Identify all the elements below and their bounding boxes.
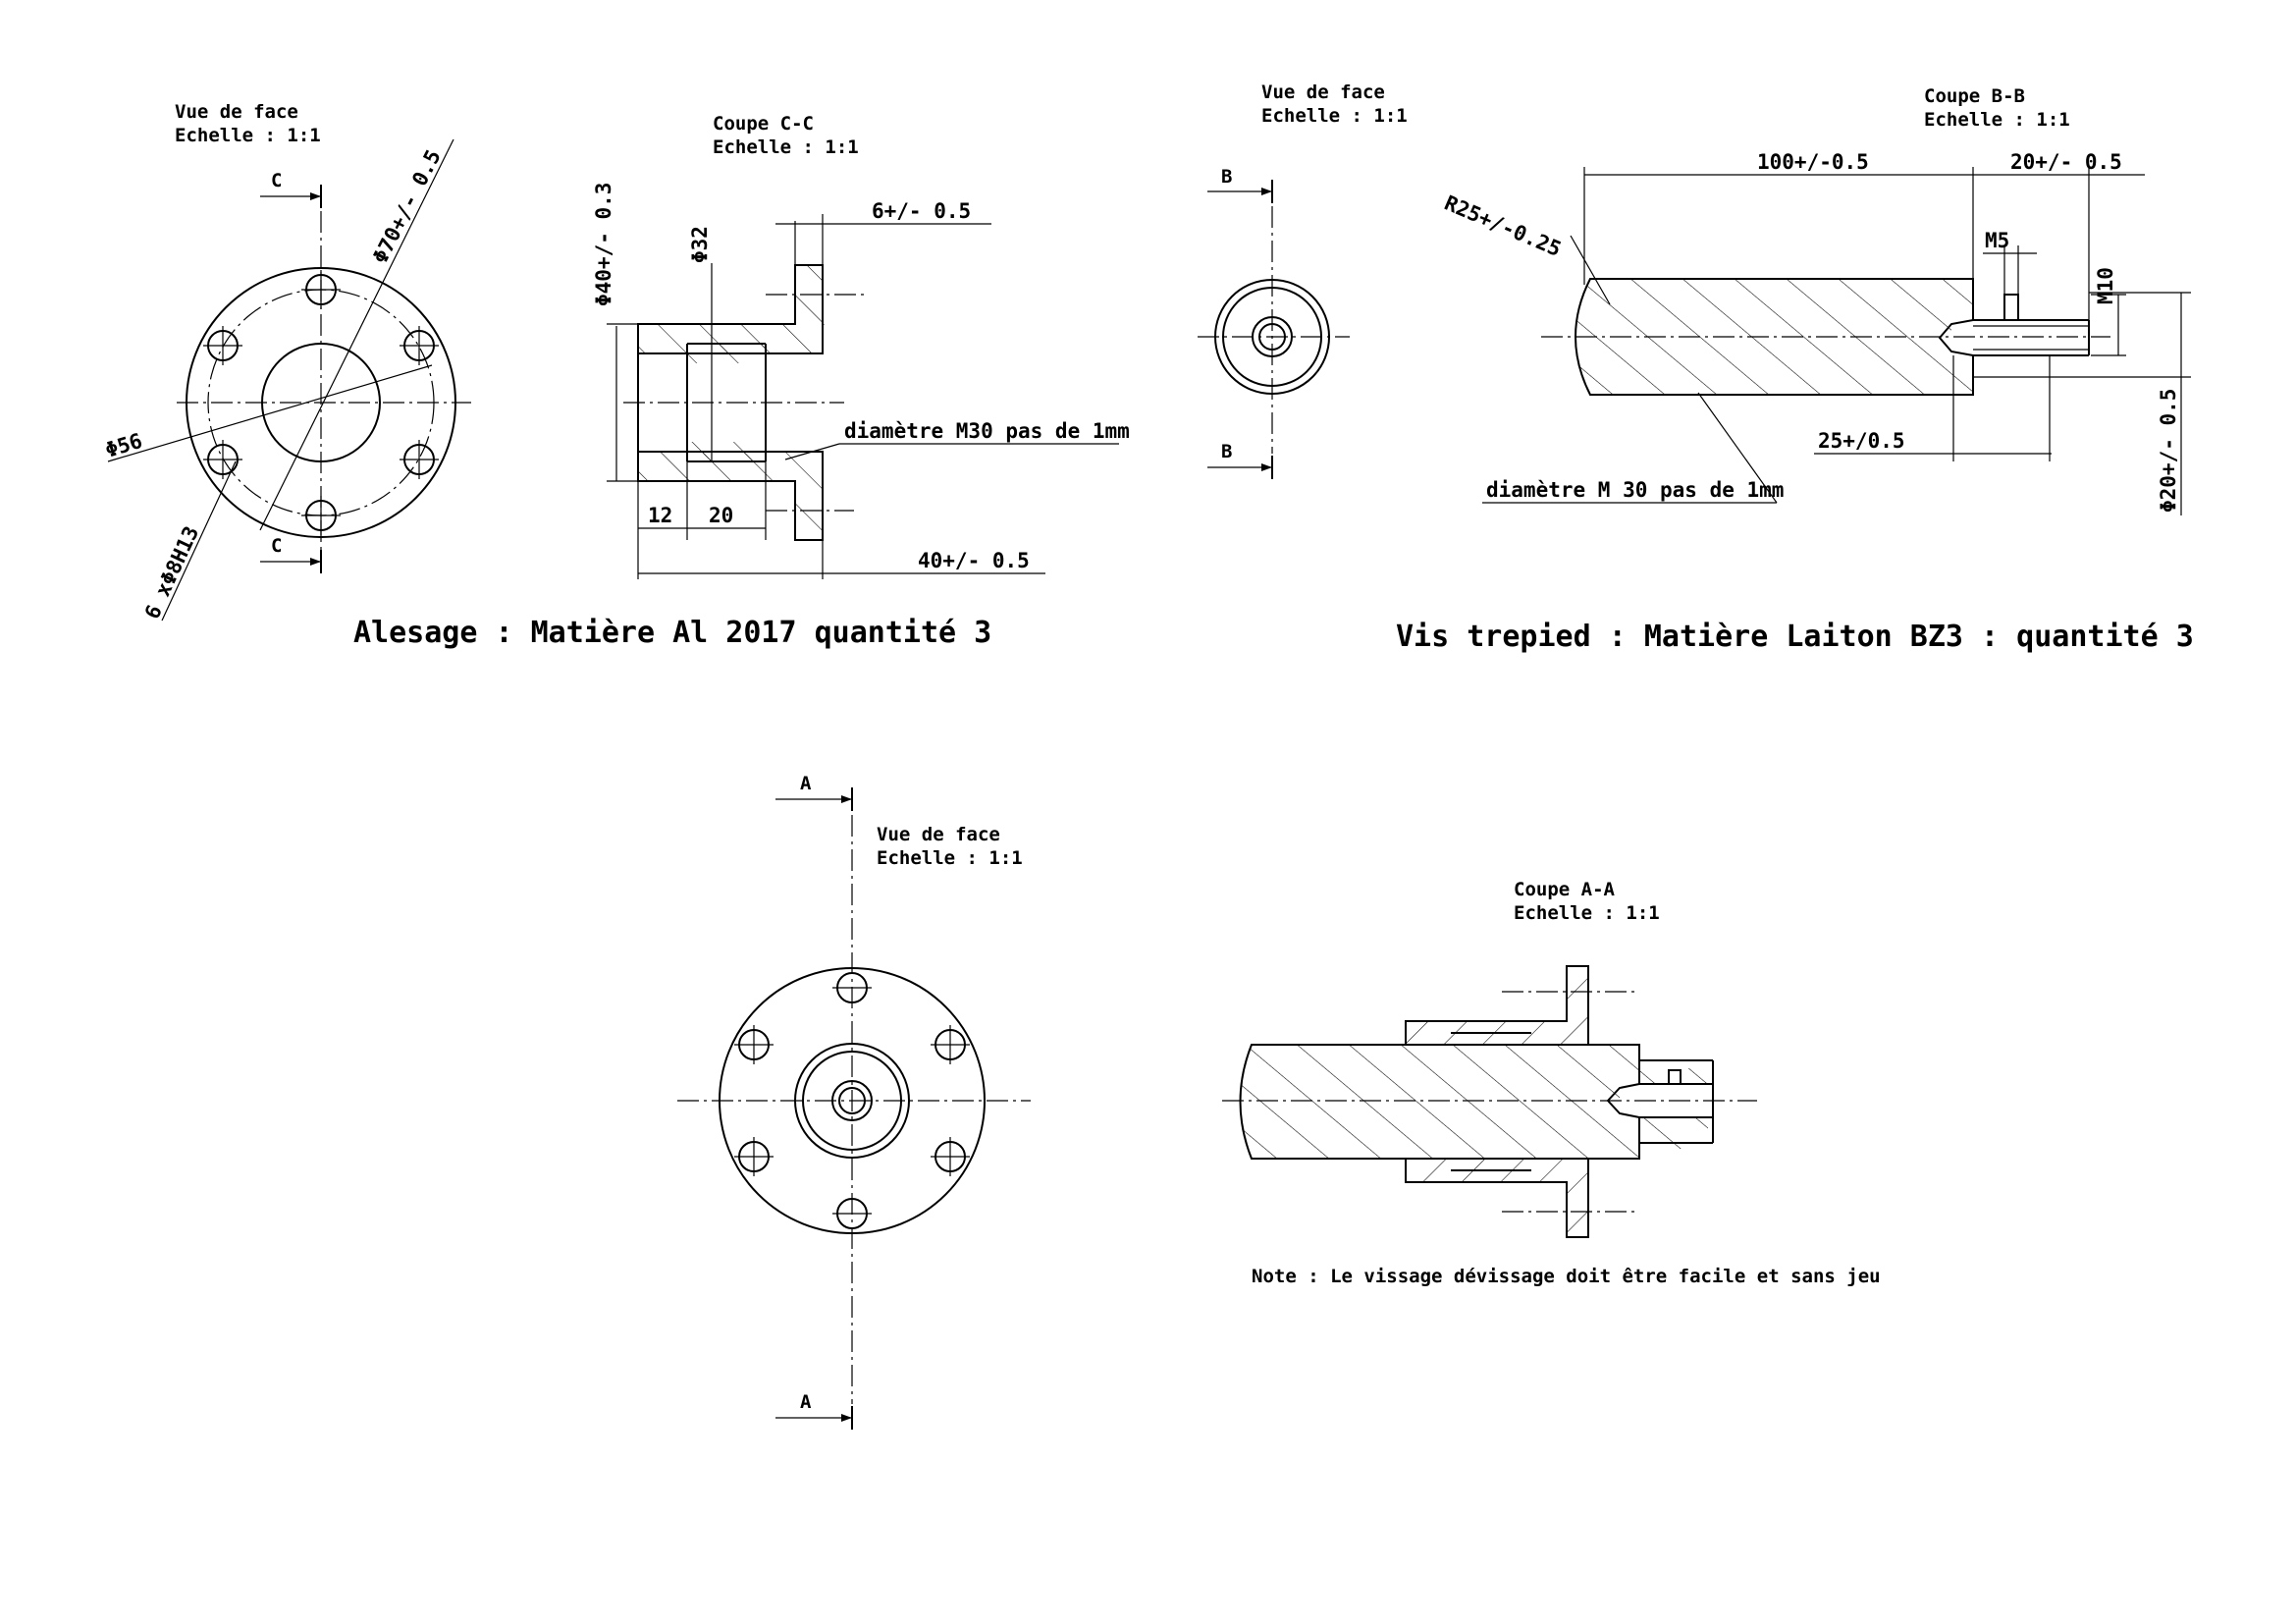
bolt-holes	[203, 270, 439, 535]
vis-caption: Vis trepied : Matière Laiton BZ3 : quant…	[1396, 620, 2194, 654]
dim-l40: 40+/- 0.5	[918, 549, 1030, 572]
vis-front-view: Vue de face Echelle : 1:1 B B	[1198, 81, 1408, 479]
alesage-front-title: Vue de face	[175, 101, 298, 123]
assembly-flange	[719, 967, 986, 1234]
dim-holes: 6 xΦ8H13	[140, 522, 204, 623]
dim-m5: M5	[1985, 229, 2009, 252]
vis-outer-circle	[1214, 279, 1330, 395]
assembly-section-scale: Echelle : 1:1	[1514, 902, 1660, 924]
alesage-section-scale: Echelle : 1:1	[713, 136, 859, 158]
dim-l100: 100+/-0.5	[1757, 150, 1869, 174]
assembly-front-scale: Echelle : 1:1	[877, 847, 1023, 869]
dim-thread-vis: diamètre M 30 pas de 1mm	[1486, 478, 1784, 502]
dim-d20: Φ20+/- 0.5	[2157, 389, 2180, 513]
assembly-section-view: Coupe A-A Echelle : 1:1 Note : Le vissag…	[1222, 879, 1881, 1287]
alesage-front-scale: Echelle : 1:1	[175, 125, 321, 146]
dim-l20-vis: 20+/- 0.5	[2010, 150, 2122, 174]
vis-section-view: Coupe B-B Echelle : 1:1 100+/-0.5 20+/- …	[1396, 85, 2194, 654]
dim-r25: R25+/-0.25	[1441, 191, 1565, 261]
dim-d56: Φ56	[102, 429, 144, 462]
dim-d40: Φ40+/- 0.3	[592, 183, 615, 306]
dim-m10: M10	[2094, 267, 2117, 304]
alesage-caption: Alesage : Matière Al 2017 quantité 3	[353, 616, 991, 650]
alesage-front-view: Vue de face Echelle : 1:1 C C	[102, 101, 471, 623]
dim-thread-alesage: diamètre M30 pas de 1mm	[844, 419, 1130, 443]
assembly-bolt-holes	[734, 972, 970, 1229]
assembly-section-title: Coupe A-A	[1514, 879, 1616, 900]
dim-l12: 12	[648, 504, 672, 527]
dim-d70: Φ70+/- 0.5	[368, 146, 446, 268]
flange-outline	[186, 267, 456, 538]
assembly-front-view: Vue de face Echelle : 1:1 A A	[677, 773, 1031, 1430]
vis-section-title: Coupe B-B	[1924, 85, 2025, 107]
section-mark-b-top: B	[1221, 166, 1232, 188]
assembly-front-title: Vue de face	[877, 824, 1000, 845]
section-mark-a-top: A	[800, 773, 812, 794]
section-mark-b-bottom: B	[1221, 441, 1232, 462]
section-mark-a-bottom: A	[800, 1391, 812, 1413]
vis-front-title: Vue de face	[1261, 81, 1385, 103]
dim-l20-alesage: 20	[709, 504, 733, 527]
alesage-section-title: Coupe C-C	[713, 113, 814, 135]
vis-front-scale: Echelle : 1:1	[1261, 105, 1408, 127]
assembly-note: Note : Le vissage dévissage doit être fa…	[1252, 1266, 1881, 1287]
dim-flange: 6+/- 0.5	[872, 199, 971, 223]
bore-outline	[261, 343, 381, 462]
section-mark-c-bottom: C	[271, 535, 282, 557]
dim-l25: 25+/0.5	[1818, 429, 1905, 453]
alesage-section-view: Coupe C-C Echelle : 1:1 Φ40+/- 0.3 Φ32 6	[353, 113, 1130, 650]
dim-d32: Φ32	[688, 226, 712, 263]
vis-section-scale: Echelle : 1:1	[1924, 109, 2070, 131]
section-mark-c-top: C	[271, 170, 282, 191]
